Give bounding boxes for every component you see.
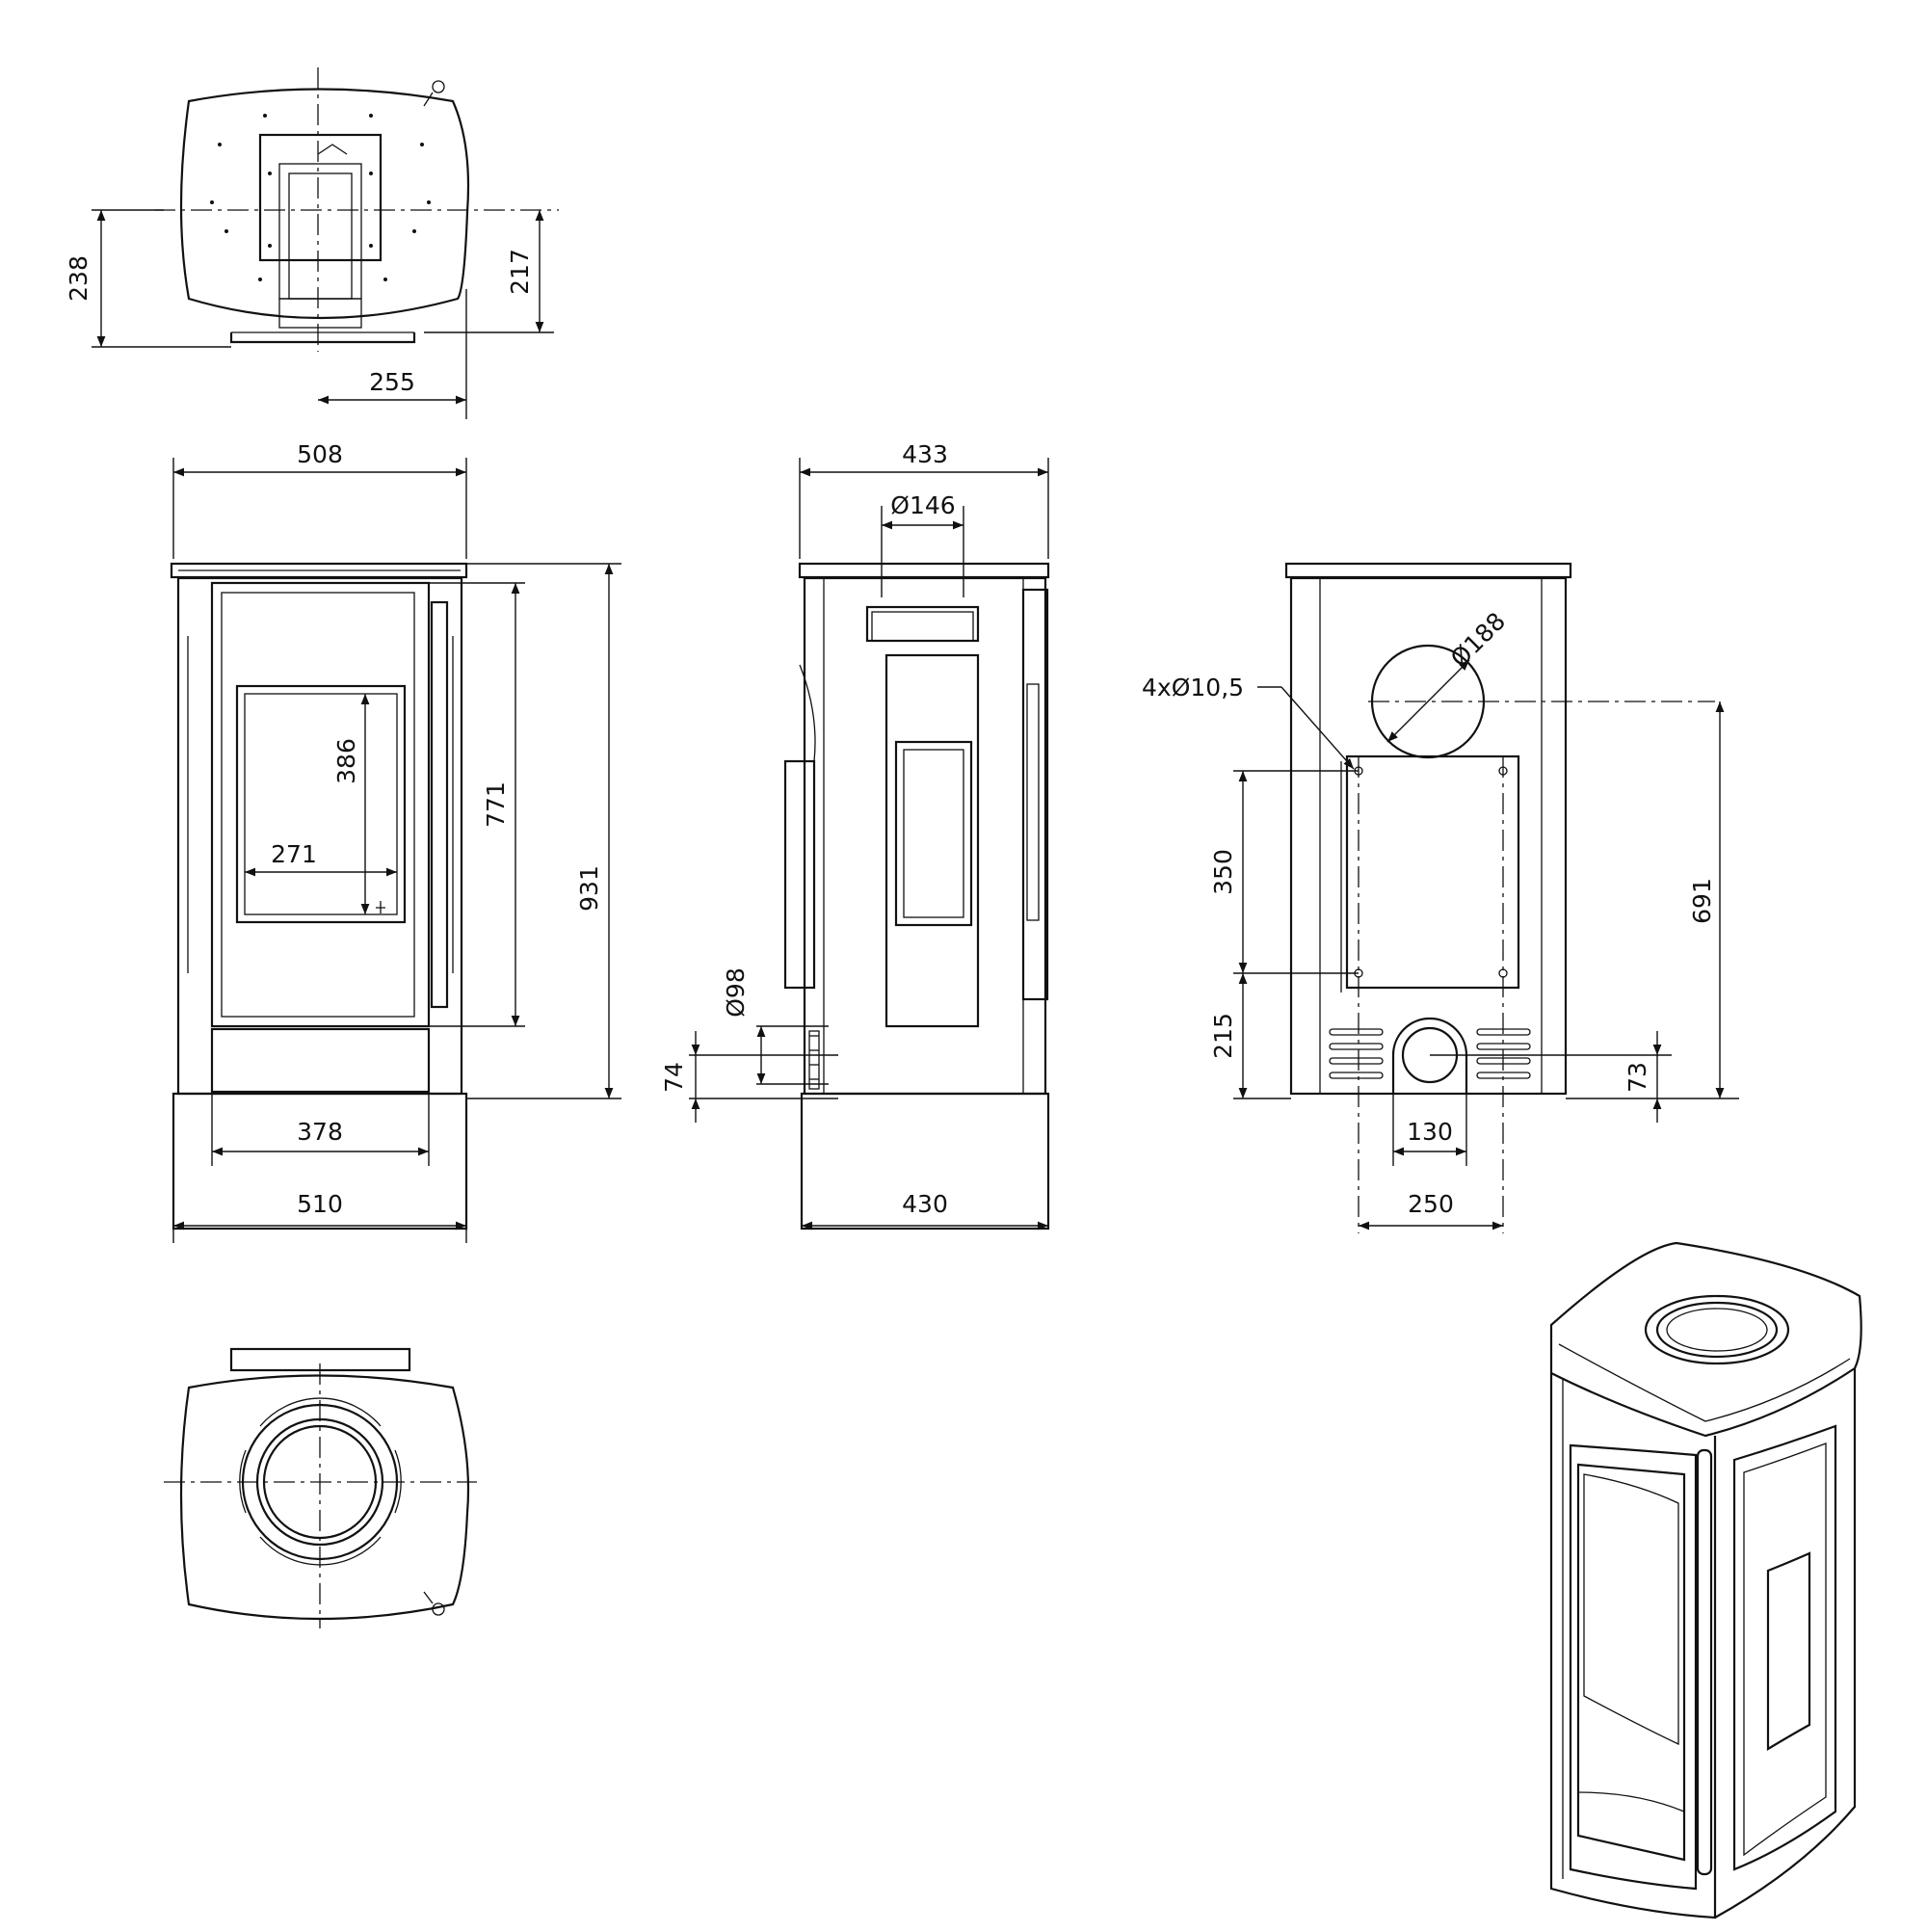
side-inlet-height: 74 (660, 1062, 688, 1093)
side-flue-diameter: Ø146 (890, 491, 955, 519)
glass-width: 271 (271, 840, 317, 868)
total-height: 931 (575, 865, 603, 912)
rear-flue-center-height: 691 (1688, 878, 1716, 924)
door-width: 378 (297, 1118, 343, 1146)
plan-view (164, 1347, 477, 1628)
side-inlet-diameter: Ø98 (722, 967, 750, 1018)
front-width-base: 510 (297, 1190, 343, 1218)
front-width-top: 508 (297, 440, 343, 468)
top-view: 238 217 255 (65, 67, 559, 419)
isometric-view (1549, 1241, 1862, 1919)
side-width-top: 433 (902, 440, 948, 468)
rear-view: Ø188 4xØ10,5 350 215 691 7 (1142, 562, 1739, 1233)
dim-217: 217 (506, 249, 534, 295)
rear-inlet-height: 73 (1623, 1062, 1651, 1093)
door-height: 771 (482, 781, 510, 828)
rear-inlet-width: 130 (1407, 1118, 1453, 1146)
dim-255: 255 (369, 368, 415, 396)
side-view: 433 Ø146 Ø98 74 430 (660, 440, 1050, 1231)
rear-hole-spacing-h: 250 (1408, 1190, 1454, 1218)
front-view: 508 386 271 771 931 378 510 (170, 440, 621, 1243)
dim-238: 238 (65, 255, 92, 302)
rear-hole-base-height: 215 (1209, 1013, 1237, 1059)
side-width-base: 430 (902, 1190, 948, 1218)
rear-flue-diameter: Ø188 (1445, 607, 1511, 673)
glass-height: 386 (332, 738, 360, 784)
rear-holes-label: 4xØ10,5 (1142, 674, 1244, 701)
rear-hole-spacing-v: 350 (1209, 849, 1237, 895)
